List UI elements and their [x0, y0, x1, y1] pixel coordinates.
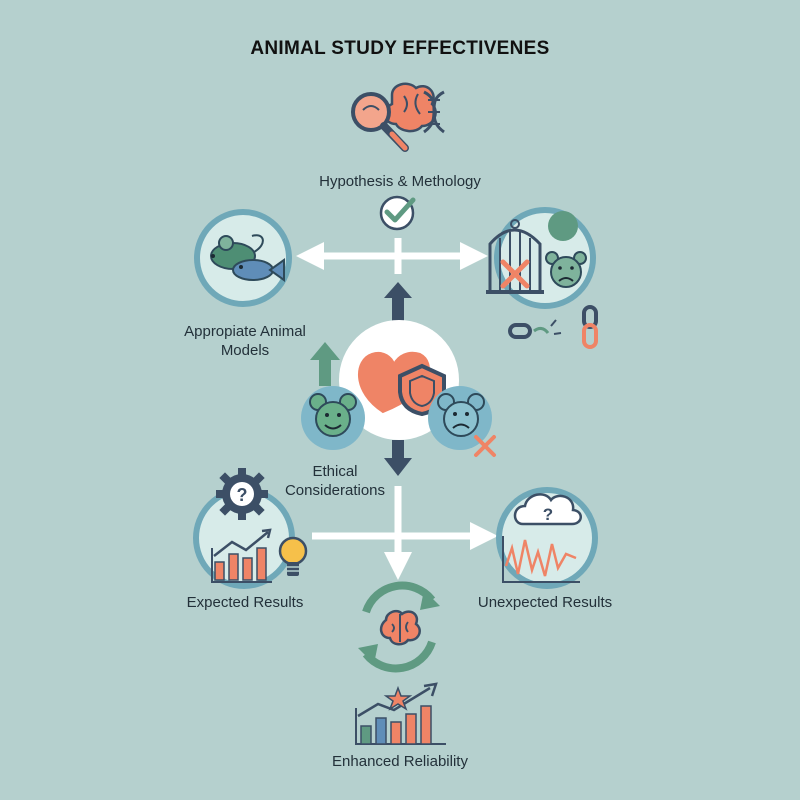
label-hypothesis: Hypothesis & Methology — [319, 173, 481, 190]
fish-icon — [232, 258, 285, 282]
reliability-cycle-icon — [358, 581, 440, 673]
arrow-up-navy — [384, 282, 412, 322]
broken-chain-icon — [508, 305, 598, 349]
expected-results-node: ? — [193, 468, 308, 589]
animal-models-node — [194, 209, 292, 307]
arrows-results-split — [312, 486, 498, 580]
erratic-chart-icon — [502, 536, 580, 583]
label-ethical-line2: Considerations — [284, 482, 386, 499]
svg-text:?: ? — [237, 485, 248, 505]
star-icon — [383, 685, 413, 711]
rising-bar-chart-icon — [355, 682, 446, 745]
svg-text:?: ? — [543, 505, 553, 524]
label-animal-models: Appropiate Animal Models — [160, 322, 330, 360]
sad-mouse-node — [428, 386, 496, 457]
arrow-down-navy — [384, 440, 412, 476]
page-title: ANIMAL STUDY EFFECTIVENES — [250, 38, 550, 59]
sad-mouse-icon — [545, 251, 587, 288]
happy-mouse-node — [301, 386, 365, 450]
unexpected-results-node: ? — [496, 487, 598, 589]
lightbulb-icon — [278, 536, 308, 576]
arrow-up-teal — [310, 342, 340, 386]
brain-icon-small — [379, 609, 421, 646]
bar-chart-icon — [211, 528, 272, 583]
label-animal-models-line2: Models — [220, 342, 270, 359]
cloud-question-icon: ? — [513, 493, 582, 526]
gear-question-icon: ? — [216, 468, 268, 520]
check-icon — [379, 195, 416, 231]
hypothesis-icon-group — [351, 82, 445, 152]
dna-icon — [423, 90, 445, 134]
ethical-node — [339, 320, 459, 440]
label-animal-models-line1: Appropiate Animal — [184, 323, 306, 340]
label-ethical: Ethical Considerations — [265, 462, 405, 500]
label-ethical-line1: Ethical — [312, 463, 358, 480]
caged-animal-node — [486, 207, 596, 309]
label-unexpected-results: Unexpected Results — [477, 594, 613, 611]
label-expected-results: Expected Results — [186, 594, 304, 611]
x-mark-icon — [500, 259, 530, 289]
label-enhanced-reliability: Enhanced Reliability — [332, 753, 468, 770]
magnifier-icon — [351, 92, 409, 152]
